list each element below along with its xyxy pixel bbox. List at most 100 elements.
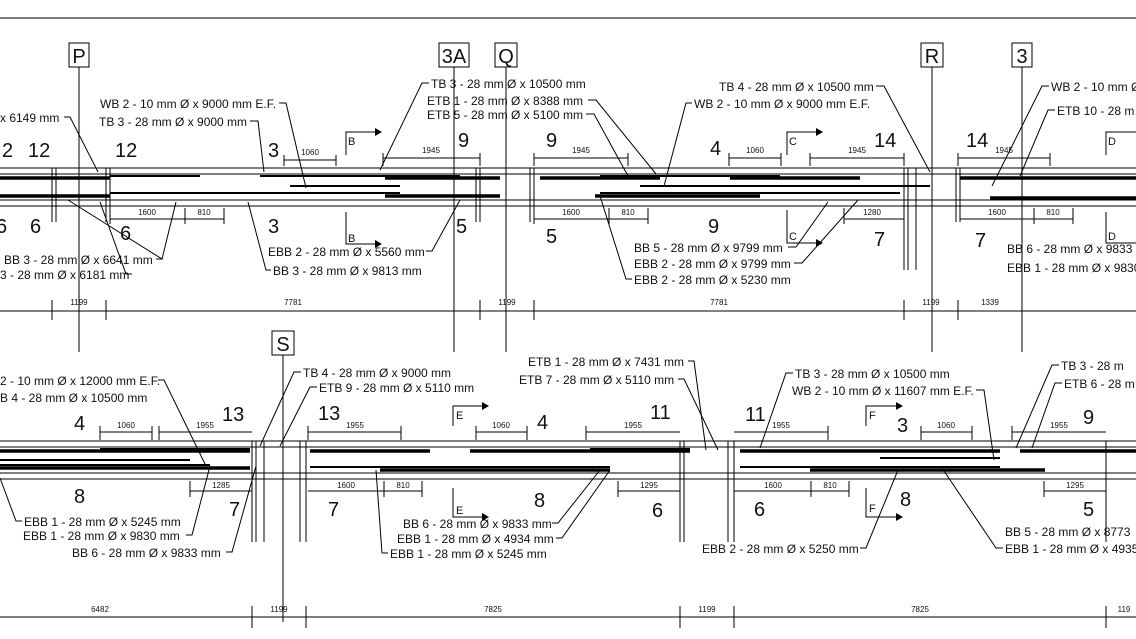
bar-number: 6 (652, 500, 663, 522)
bar-callout: EBB 2 - 28 mm Ø x 5250 mm (702, 542, 859, 556)
section-marker-e-bottom: E (452, 488, 489, 521)
bar-number: 9 (458, 130, 469, 152)
bar-callout: TB 3 - 28 m (1061, 359, 1124, 373)
bottom-lower-dims: 1285 1600 810 1295 1600 810 1295 (189, 481, 1106, 497)
bar-callout: EBB 2 - 28 mm Ø x 9799 mm (634, 257, 791, 271)
svg-text:C: C (789, 231, 797, 243)
bar-callout: B 4 - 28 mm Ø x 10500 mm (0, 391, 147, 405)
bar-callout: BB 5 - 28 mm Ø x 9799 mm (634, 241, 783, 255)
bar-number: 4 (710, 138, 721, 160)
svg-text:1600: 1600 (562, 208, 580, 217)
bar-callout: TB 3 - 28 mm Ø x 10500 mm (795, 367, 950, 381)
bar-number: 6 (0, 216, 7, 238)
svg-text:Q: Q (498, 46, 514, 68)
bar-callout: BB 6 - 28 mm Ø x 9833 mm (403, 517, 552, 531)
bar-callout: ETB 1 - 28 mm Ø x 8388 mm (427, 94, 583, 108)
bar-callout: ETB 7 - 28 mm Ø x 5110 mm (519, 373, 674, 387)
bar-number: 8 (900, 489, 911, 511)
bar-number: 7 (229, 499, 240, 521)
section-marker-d-bottom: D (1105, 212, 1136, 244)
svg-text:7781: 7781 (284, 298, 302, 307)
bar-number: 3 (268, 216, 279, 238)
svg-text:810: 810 (1046, 208, 1060, 217)
svg-text:1945: 1945 (995, 146, 1013, 155)
bar-number: 2 (2, 140, 13, 162)
bar-callout: BB 6 - 28 mm Ø x 9833 mm (72, 546, 221, 560)
bar-callout: BB 6 - 28 mm Ø x 9833 (1007, 242, 1133, 256)
svg-text:1060: 1060 (492, 421, 510, 430)
svg-text:1600: 1600 (138, 208, 156, 217)
bar-number: 5 (546, 226, 557, 248)
top-upper-dims: 1060 1945 1945 1060 1945 1945 (283, 146, 1051, 166)
svg-text:1280: 1280 (863, 208, 881, 217)
bar-callout: ETB 6 - 28 m (1064, 377, 1135, 391)
bar-number: 5 (1083, 499, 1094, 521)
svg-text:810: 810 (396, 481, 410, 490)
section-marker-f-top: F (865, 402, 903, 426)
svg-text:810: 810 (823, 481, 837, 490)
column-label-p: P (68, 42, 90, 352)
bar-callout: ETB 5 - 28 mm Ø x 5100 mm (427, 108, 583, 122)
svg-text:E: E (456, 505, 463, 517)
bar-callout: TB 4 - 28 mm Ø x 10500 mm (719, 80, 874, 94)
bar-callout: x 6149 mm (0, 111, 59, 125)
column-label-r: R (920, 42, 944, 352)
column-label-q: Q (494, 42, 518, 352)
svg-text:1060: 1060 (301, 148, 319, 157)
bar-number: 13 (318, 403, 340, 425)
bar-number: 3 (897, 415, 908, 437)
bar-number: 4 (74, 413, 85, 435)
bar-number: 8 (534, 490, 545, 512)
bar-callout: WB 2 - 10 mm Ø x 11607 mm E.F. (792, 384, 974, 398)
svg-text:1945: 1945 (422, 146, 440, 155)
bar-number: 5 (456, 216, 467, 238)
svg-text:1339: 1339 (981, 298, 999, 307)
svg-text:R: R (925, 46, 939, 68)
svg-text:1295: 1295 (640, 481, 658, 490)
svg-text:1199: 1199 (70, 298, 88, 307)
bar-callout: WB 2 - 10 mm Ø x 9000 mm E.F. (100, 97, 276, 111)
bar-callout: WB 2 - 10 mm Ø (1051, 80, 1136, 94)
svg-text:1945: 1945 (848, 146, 866, 155)
svg-text:D: D (1108, 231, 1116, 243)
bar-number: 12 (115, 140, 137, 162)
bottom-baseline-dims: 6482 1199 7825 1199 7825 119 (91, 605, 1131, 614)
bar-callout: TB 3 - 28 mm Ø x 10500 mm (431, 77, 586, 91)
section-marker-b-top: B (345, 128, 382, 155)
top-baseline-dims: 1199 7781 1199 7781 1199 1339 (70, 298, 999, 307)
bar-callout: ETB 10 - 28 m (1057, 104, 1134, 118)
bottom-upper-dims: 1060 1955 1955 1060 1955 1955 1060 1955 (99, 421, 1106, 440)
svg-text:1199: 1199 (498, 298, 516, 307)
bar-callout: EBB 1 - 28 mm Ø x 4935 (1005, 542, 1136, 556)
bar-callout: TB 4 - 28 mm Ø x 9000 mm (303, 366, 451, 380)
bar-callout: 2 - 10 mm Ø x 12000 mm E.F. (0, 374, 160, 388)
svg-text:1945: 1945 (572, 146, 590, 155)
bar-number: 8 (74, 486, 85, 508)
svg-text:1600: 1600 (337, 481, 355, 490)
bar-callout: EBB 1 - 28 mm Ø x 5245 mm (390, 547, 547, 561)
svg-text:7825: 7825 (911, 605, 929, 614)
top-bar-numbers: 2 12 12 3 9 9 4 14 14 6 6 6 3 5 5 9 7 7 (0, 130, 988, 252)
svg-text:1060: 1060 (937, 421, 955, 430)
bar-number: 7 (975, 230, 986, 252)
svg-text:1955: 1955 (346, 421, 364, 430)
svg-text:1199: 1199 (698, 605, 716, 614)
svg-text:1600: 1600 (988, 208, 1006, 217)
svg-text:B: B (348, 233, 355, 245)
section-marker-d-top: D (1105, 131, 1136, 155)
section-marker-e-top: E (452, 402, 489, 426)
bar-number: 11 (745, 404, 766, 426)
svg-text:1955: 1955 (196, 421, 214, 430)
svg-text:7781: 7781 (710, 298, 728, 307)
bar-number: 9 (1083, 407, 1094, 429)
svg-text:6482: 6482 (91, 605, 109, 614)
svg-text:S: S (276, 334, 289, 356)
svg-text:1285: 1285 (212, 481, 230, 490)
svg-text:7825: 7825 (484, 605, 502, 614)
svg-text:1060: 1060 (117, 421, 135, 430)
section-marker-c-bottom: C (786, 210, 823, 247)
bar-number: 9 (708, 216, 719, 238)
bar-callout: EBB 1 - 28 mm Ø x 9830 mm (23, 529, 180, 543)
bar-callout: ETB 1 - 28 mm Ø x 7431 mm (528, 355, 684, 369)
